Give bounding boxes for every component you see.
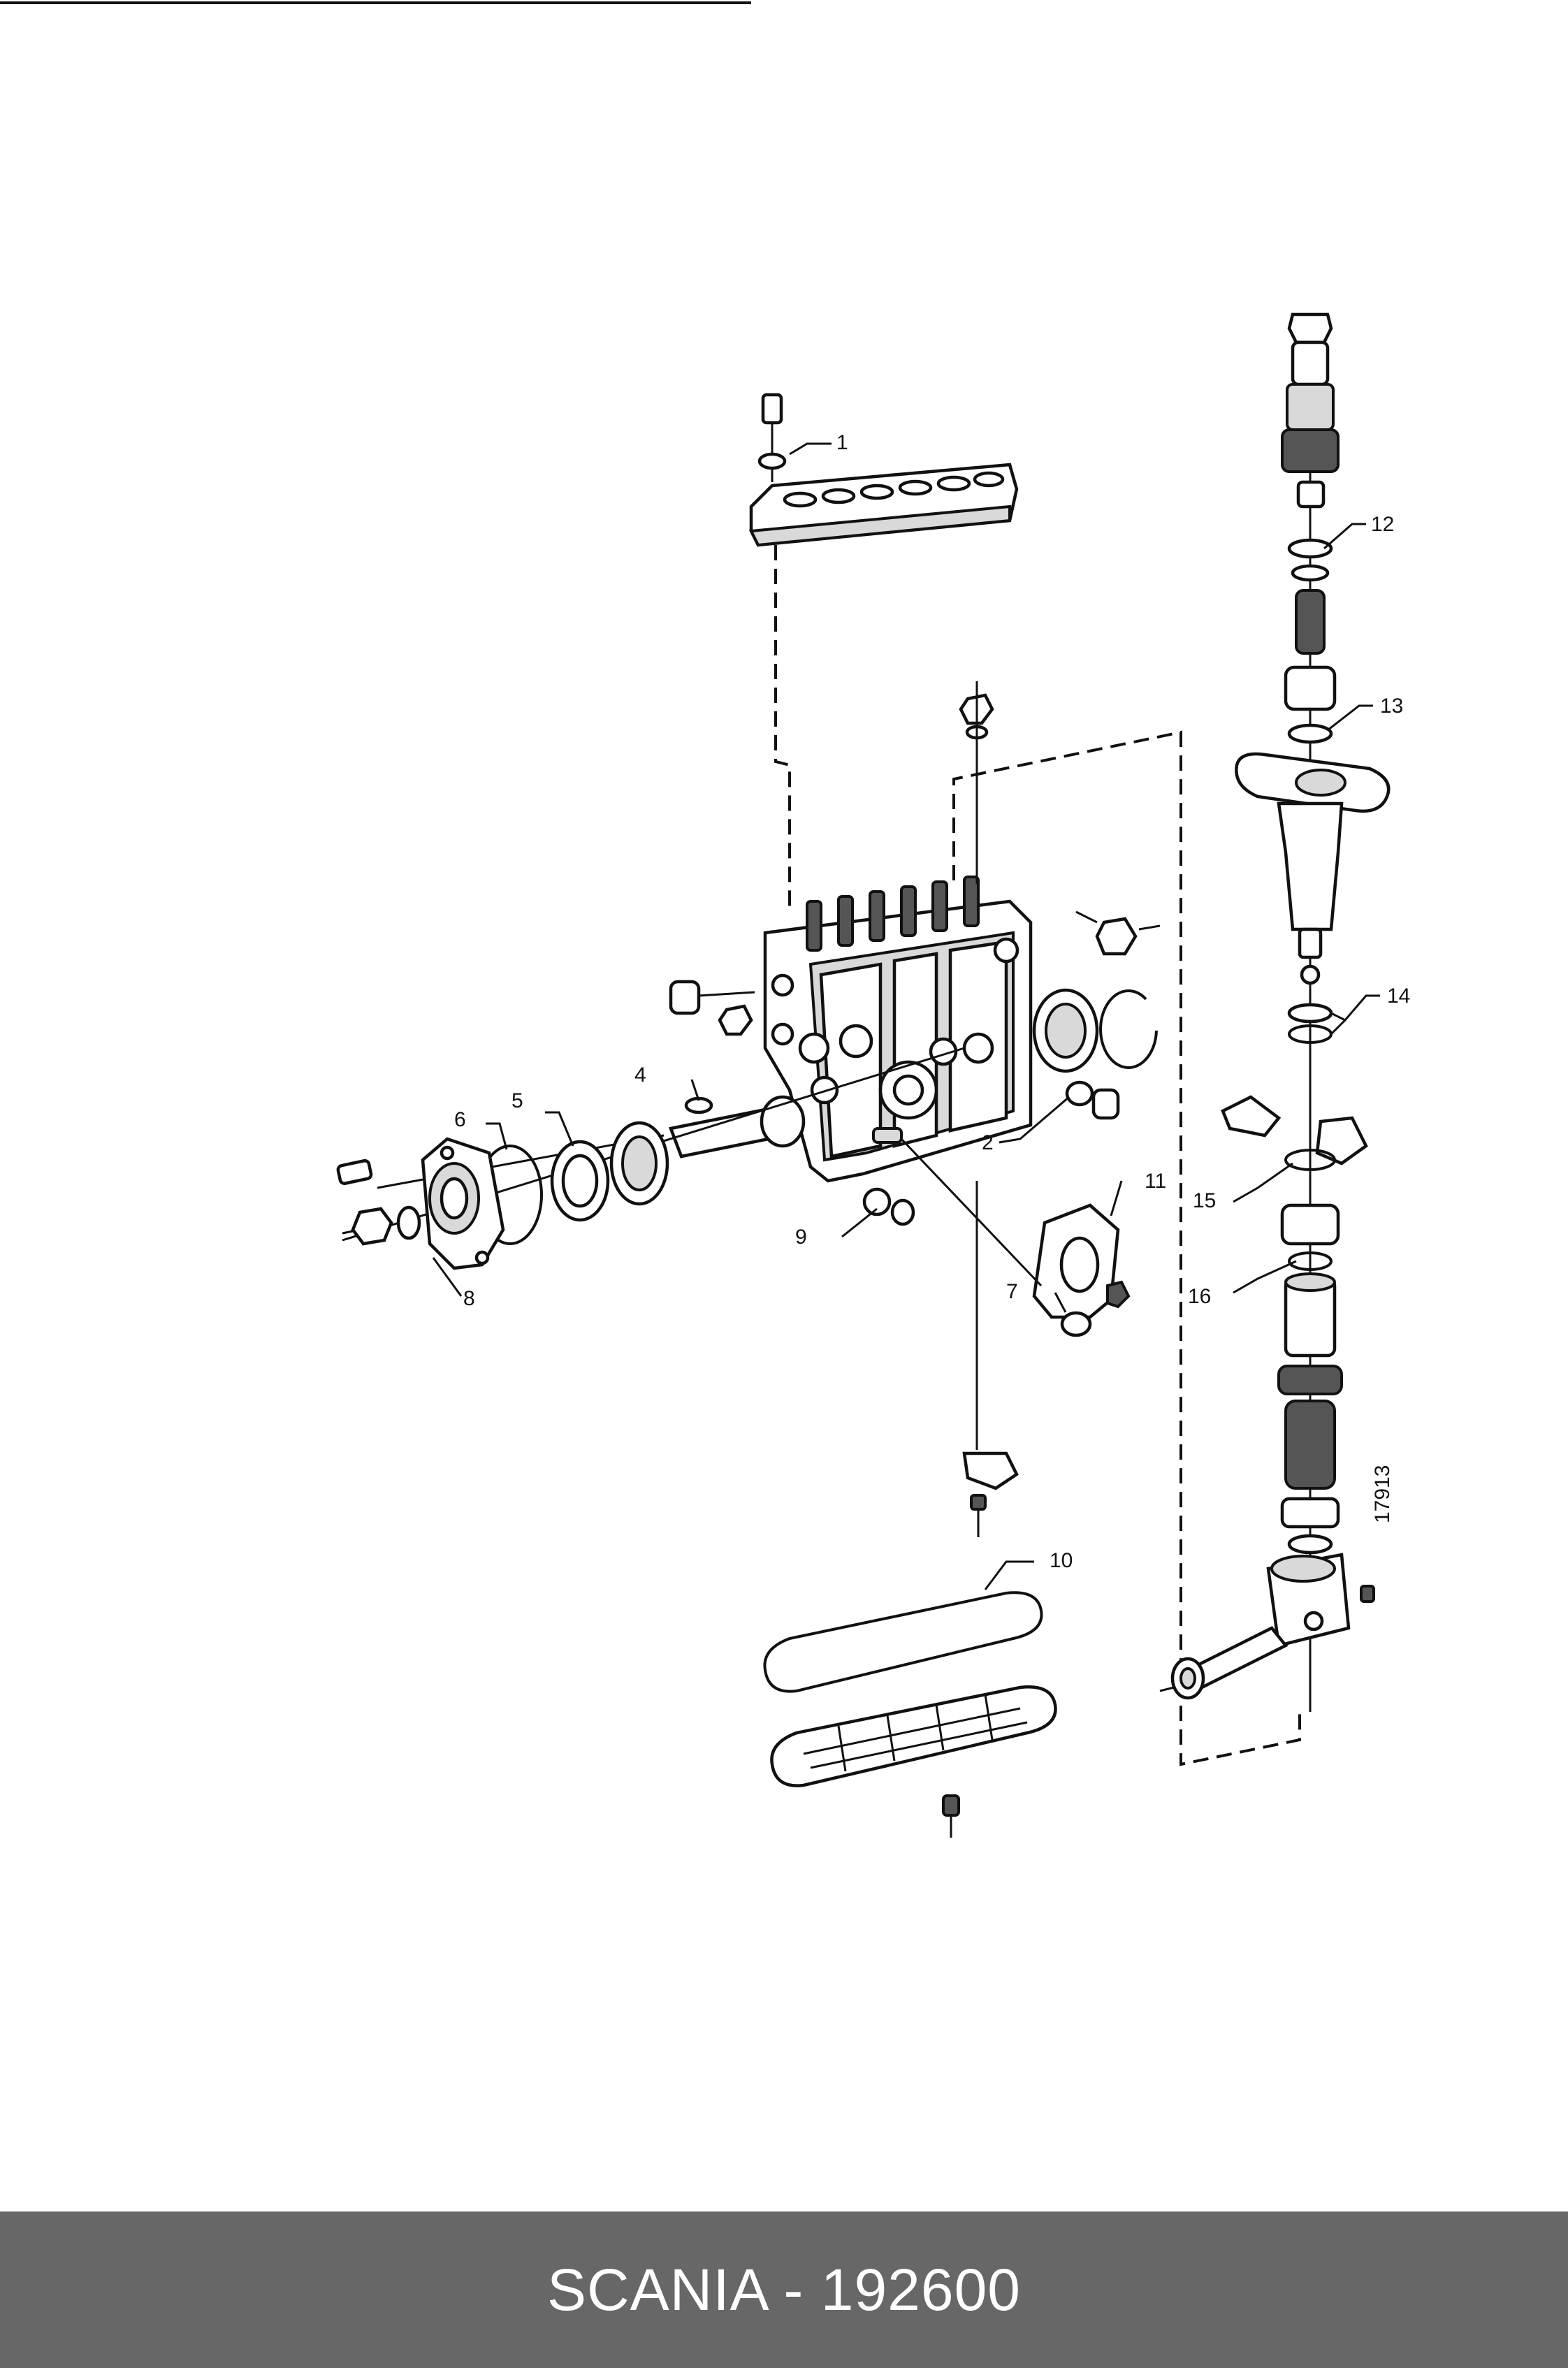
base-gasket-plate (763, 1591, 1057, 1838)
inspection-cover-group (862, 1138, 1131, 1337)
top-cover-group (748, 393, 1019, 908)
camshaft-drive-end (336, 1047, 965, 1270)
callout-5: 5 (511, 1089, 523, 1112)
upper-fastener (952, 681, 1301, 1766)
footer-title: SCANIA - 192600 (546, 2256, 1022, 2323)
callout-1: 1 (836, 431, 848, 454)
callout-10: 10 (1050, 1549, 1073, 1572)
callout-8: 8 (463, 1287, 475, 1310)
element-stubs (806, 876, 980, 952)
pump-housing (763, 876, 1033, 1183)
callout-11: 11 (1145, 1170, 1166, 1193)
exploded-parts-diagram: 1 2 4 5 6 7 8 9 10 11 12 13 14 15 16 179… (0, 1, 1410, 1838)
callout-6: 6 (454, 1108, 466, 1131)
callout-13: 13 (1380, 695, 1403, 718)
callout-16: 16 (1188, 1285, 1211, 1308)
callout-4: 4 (634, 1063, 646, 1087)
footer-banner: SCANIA - 192600 (0, 2211, 1568, 2368)
drawing-number: 17913 (1371, 1465, 1394, 1523)
callout-9: 9 (795, 1226, 807, 1249)
callout-labels: 1 2 4 5 6 7 8 9 10 11 12 13 14 15 16 179… (454, 431, 1410, 1572)
callout-15: 15 (1193, 1189, 1216, 1212)
leader-lines (432, 442, 1380, 1590)
callout-2: 2 (982, 1131, 994, 1154)
callout-14: 14 (1387, 985, 1410, 1008)
callout-7: 7 (1006, 1280, 1018, 1303)
lower-clamp (962, 1181, 1019, 1537)
element-column (1159, 312, 1391, 1712)
housing-right-parts (669, 910, 1161, 1120)
callout-12: 12 (1371, 513, 1394, 536)
